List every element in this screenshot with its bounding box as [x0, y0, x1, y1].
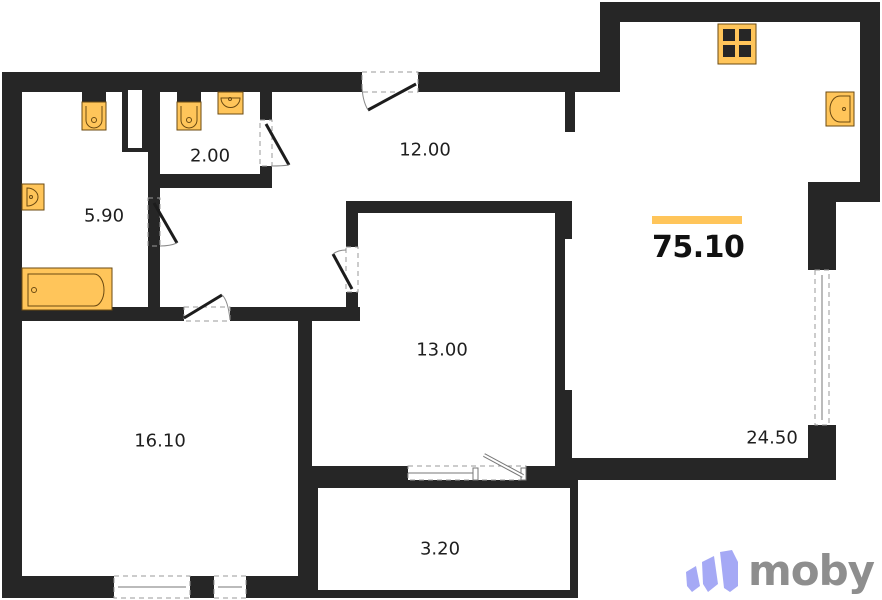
room-area-bathroom: 5.90 — [83, 205, 125, 227]
room-area-hallway: 12.00 — [399, 139, 451, 161]
balcony-door — [408, 453, 527, 481]
total-area: 75.10 — [652, 230, 745, 265]
room-area-toilet: 2.00 — [189, 145, 231, 167]
room-area-bedroom-2: 13.00 — [416, 339, 468, 361]
room-area-balcony: 3.20 — [419, 538, 461, 560]
windows — [118, 275, 823, 588]
room-area-kitchen-living: 24.50 — [746, 427, 798, 449]
brand-logo: moby — [684, 546, 875, 595]
total-area-block: 75.10 — [652, 216, 745, 265]
accent-bar — [652, 216, 742, 224]
door-leaves — [152, 82, 417, 320]
brand-name: moby — [748, 546, 875, 595]
door-swings — [159, 83, 369, 321]
fixtures — [21, 23, 855, 311]
room-area-bedroom-1: 16.10 — [134, 430, 186, 452]
logo-mark-icon — [686, 550, 738, 592]
